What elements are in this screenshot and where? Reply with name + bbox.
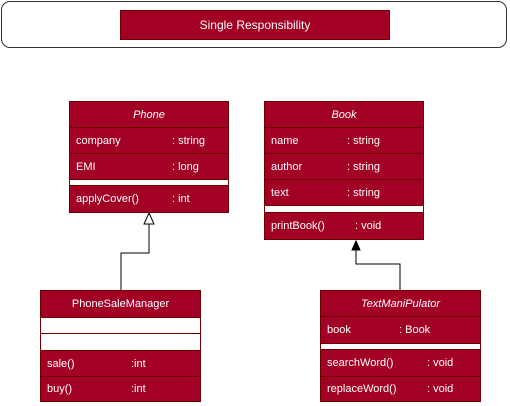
- attr-type: : string: [347, 160, 381, 173]
- method-type: : void: [427, 357, 454, 369]
- class-book: Book name : string author : string text …: [264, 101, 424, 240]
- class-book-separator: [265, 206, 423, 213]
- attr-name: text: [271, 186, 289, 199]
- attr-name: EMI: [76, 160, 96, 173]
- class-text-manipulator-separator: [321, 344, 480, 350]
- attr-name: company: [76, 134, 121, 147]
- class-book-attr-author: author : string: [265, 154, 423, 180]
- class-phone-attr-emi: EMI : long: [70, 154, 228, 180]
- class-phone-attr-company: company : string: [70, 128, 228, 154]
- class-phone-sale-manager-method-buy: buy() :int: [41, 377, 200, 401]
- class-book-header: Book: [265, 102, 423, 128]
- class-phone-sale-manager-separator: [41, 334, 200, 351]
- attr-name: name: [271, 134, 299, 147]
- method-type: :int: [131, 383, 146, 395]
- method-name: searchWord(): [327, 357, 394, 369]
- class-text-manipulator-method-searchword: searchWord() : void: [321, 350, 480, 377]
- method-name: replaceWord(): [327, 383, 397, 395]
- attr-type: : string: [347, 186, 381, 199]
- class-book-attr-text: text : string: [265, 180, 423, 206]
- method-name: applyCover(): [76, 193, 139, 205]
- method-type: :int: [131, 357, 146, 370]
- class-text-manipulator-header: TextManiPulator: [321, 291, 480, 317]
- method-type: : void: [355, 220, 382, 232]
- attr-name: author: [271, 160, 303, 173]
- class-phone-sale-manager: PhoneSaleManager sale() :int buy() :int: [40, 290, 201, 402]
- class-phone: Phone company : string EMI : long applyC…: [69, 101, 229, 213]
- attr-type: : string: [172, 134, 206, 147]
- attr-name: book: [327, 324, 351, 336]
- attr-type: : Book: [399, 324, 431, 336]
- association-arrowhead: [351, 239, 361, 251]
- class-text-manipulator-method-replaceword: replaceWord() : void: [321, 377, 480, 401]
- inheritance-arrowhead: [143, 211, 155, 225]
- method-type: : void: [427, 383, 454, 395]
- class-text-manipulator-attr-book: book : Book: [321, 317, 480, 344]
- method-name: printBook(): [271, 220, 325, 232]
- class-phone-method-applycover: applyCover() : int: [70, 186, 228, 212]
- class-text-manipulator: TextManiPulator book : Book searchWord()…: [320, 290, 481, 402]
- class-phone-sale-manager-method-sale: sale() :int: [41, 351, 200, 377]
- inheritance-line: [120, 223, 150, 290]
- class-book-attr-name: name : string: [265, 128, 423, 154]
- class-phone-header: Phone: [70, 102, 228, 128]
- class-phone-sale-manager-header: PhoneSaleManager: [41, 291, 200, 318]
- association-line: [355, 250, 401, 290]
- method-type: : int: [172, 193, 190, 205]
- method-name: sale(): [47, 357, 75, 370]
- diagram-title-text: Single Responsibility: [199, 18, 311, 32]
- diagram-title: Single Responsibility: [120, 10, 390, 40]
- attr-type: : long: [172, 160, 199, 173]
- class-book-method-printbook: printBook() : void: [265, 213, 423, 239]
- method-name: buy(): [47, 383, 73, 395]
- class-phone-separator: [70, 180, 228, 186]
- attr-type: : string: [347, 134, 381, 147]
- class-phone-sale-manager-attributes-empty: [41, 318, 200, 334]
